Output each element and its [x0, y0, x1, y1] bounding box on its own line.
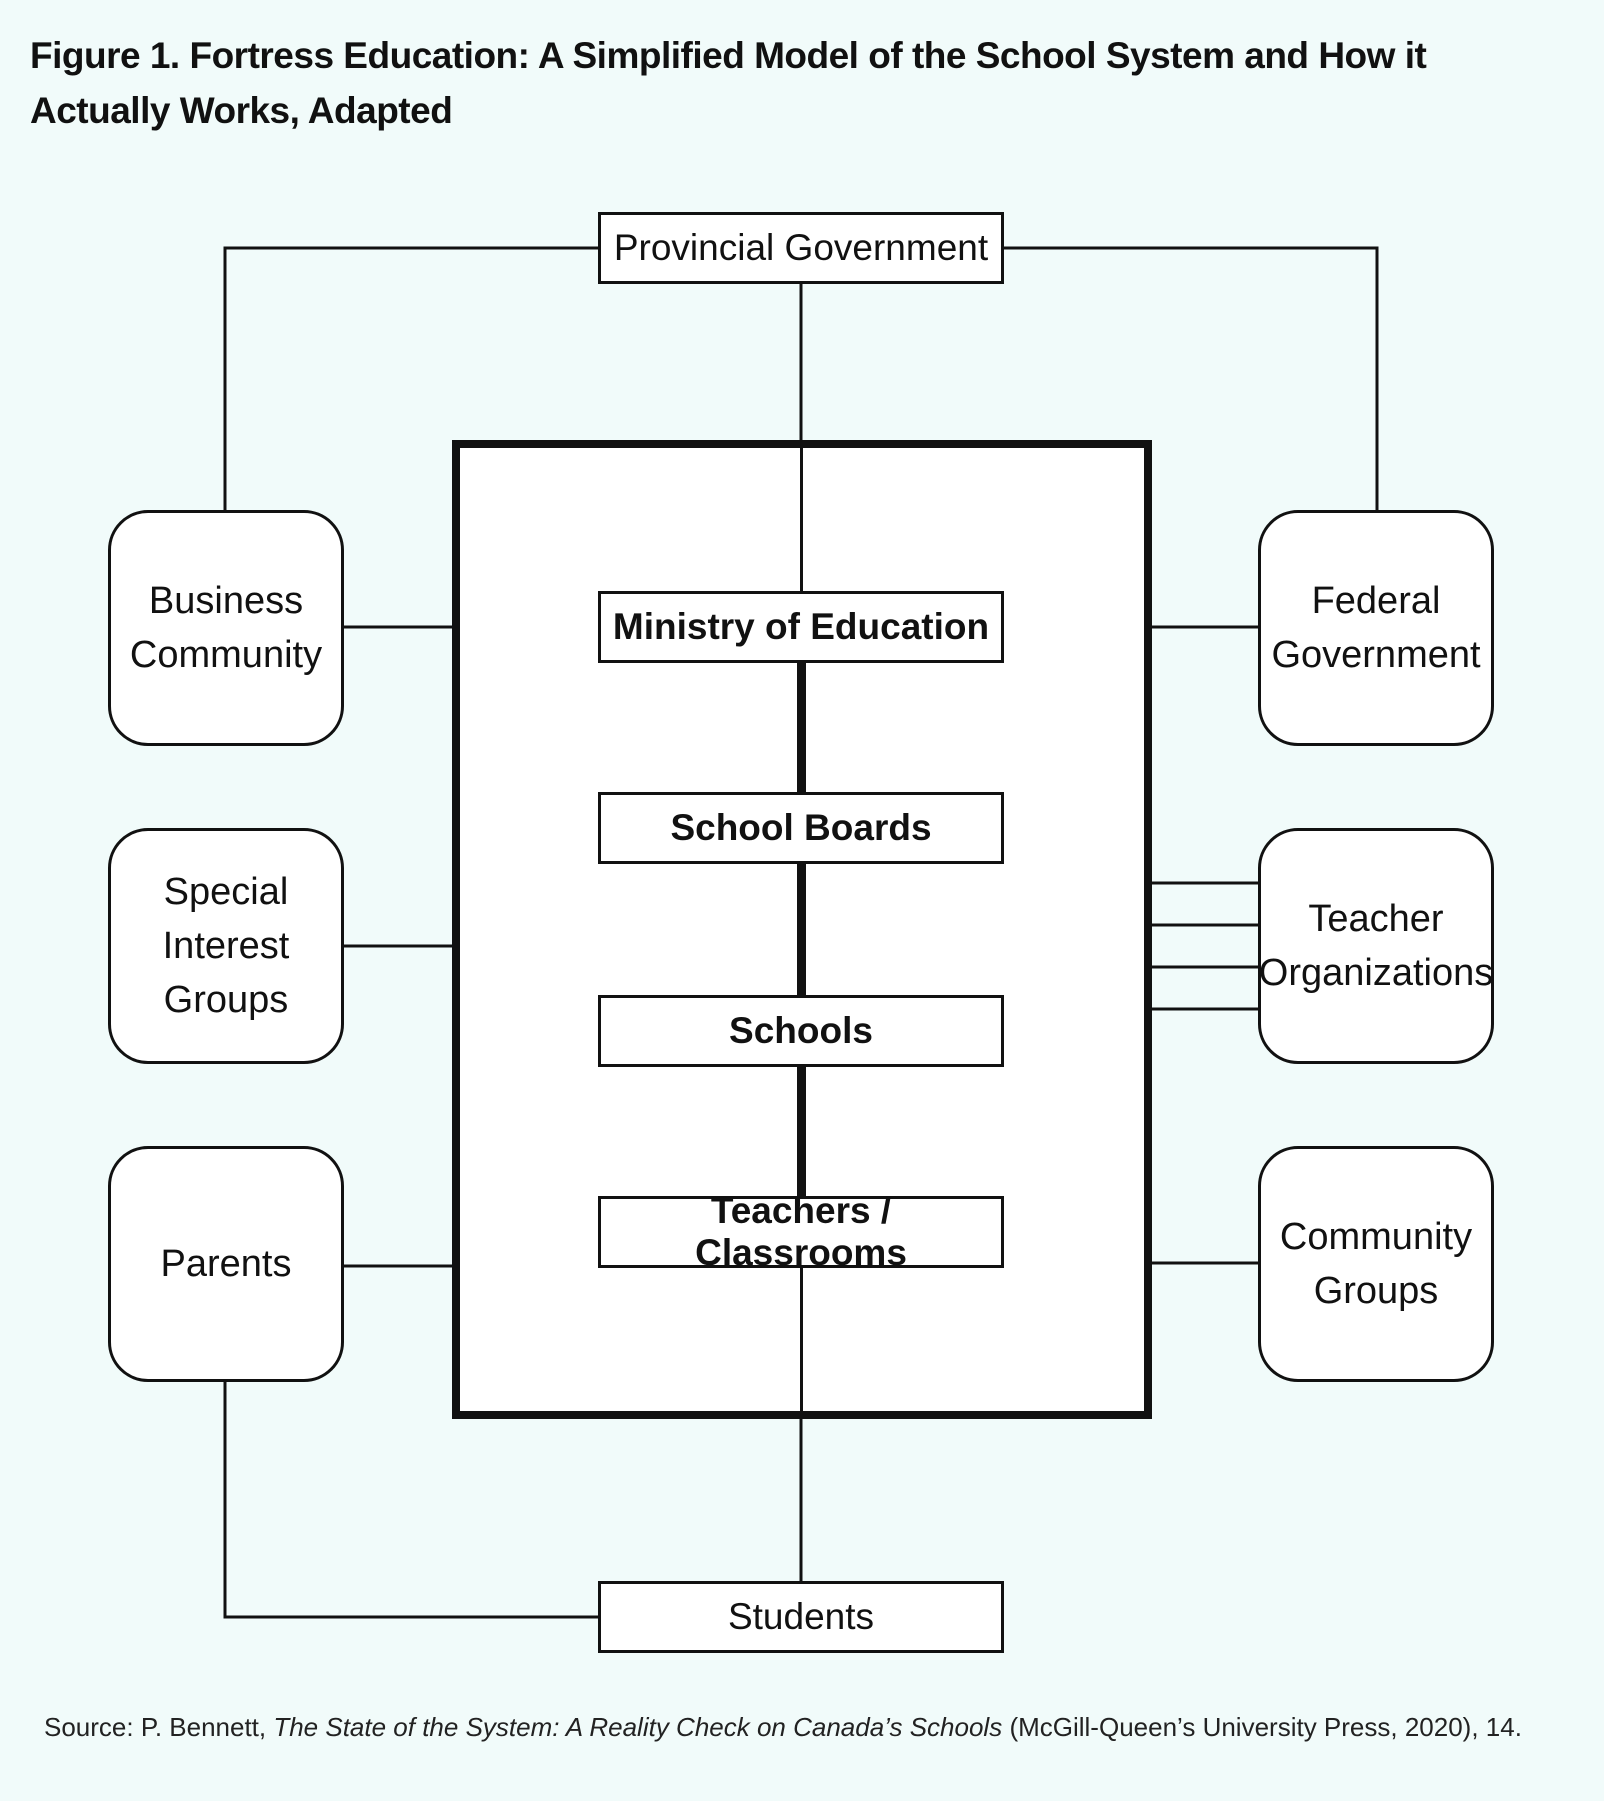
node-teacher-organizations: Teacher Organizations — [1258, 828, 1494, 1064]
node-special-interest-groups: Special Interest Groups — [108, 828, 344, 1064]
node-community-groups: Community Groups — [1258, 1146, 1494, 1382]
node-school-boards: School Boards — [598, 792, 1004, 864]
source-citation: Source: P. Bennett, The State of the Sys… — [44, 1712, 1522, 1742]
node-students: Students — [598, 1581, 1004, 1653]
connector-provincial-federal — [1004, 246, 1379, 510]
connector-provincial-business — [223, 246, 598, 510]
fortress-inner-line-bottom — [800, 1267, 803, 1411]
node-federal-government: Federal Government — [1258, 510, 1494, 746]
node-schools: Schools — [598, 995, 1004, 1067]
node-parents: Parents — [108, 1146, 344, 1382]
node-business-community: Business Community — [108, 510, 344, 746]
connector-parents-students — [223, 1380, 598, 1619]
node-ministry-of-education: Ministry of Education — [598, 591, 1004, 663]
node-teachers-classrooms: Teachers / Classrooms — [598, 1190, 1004, 1273]
figure-title: Figure 1. Fortress Education: A Simplifi… — [30, 35, 1427, 131]
fortress-chain-2 — [797, 863, 806, 996]
fortress-chain-1 — [797, 662, 806, 793]
fortress-chain-3 — [797, 1066, 806, 1197]
node-provincial-government: Provincial Government — [598, 212, 1004, 284]
fortress-inner-line-top — [800, 448, 803, 592]
